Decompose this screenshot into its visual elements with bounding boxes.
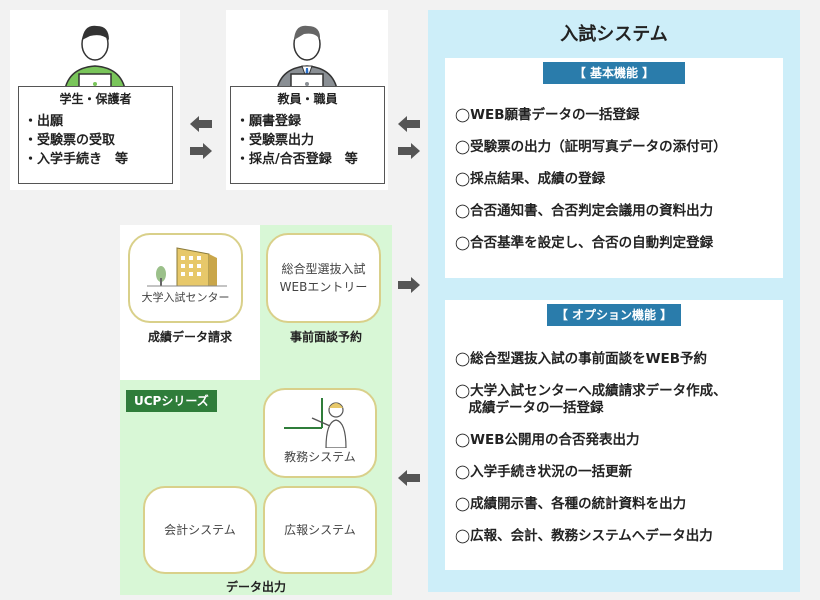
arrow-right-icon — [398, 143, 420, 159]
arrow-right-icon — [190, 143, 212, 159]
student-item: ・受験票の受取 — [24, 133, 116, 148]
teacher-icon — [284, 398, 347, 448]
web-entry-card: 総合型選抜入試 WEBエントリー — [266, 233, 381, 323]
option-function-item: ◯成績開示書、各種の統計資料を出力 — [455, 496, 687, 512]
option-function-item: 成績データの一括登録 — [455, 400, 604, 416]
basic-function-item: ◯採点結果、成績の登録 — [455, 171, 606, 187]
entry-caption: 事前面談予約 — [289, 330, 362, 344]
option-function-item: ◯WEB公開用の合否発表出力 — [455, 432, 640, 448]
center-caption: 成績データ請求 — [147, 330, 232, 344]
option-function-item: ◯大学入試センターへ成績請求データ作成、 — [455, 383, 727, 399]
student-item: ・出願 — [24, 114, 64, 129]
option-function-item: ◯入学手続き状況の一括更新 — [455, 464, 633, 480]
koho-card: 広報システム — [263, 486, 377, 574]
arrow-left-icon — [190, 116, 212, 132]
kaikei-label: 会計システム — [164, 523, 236, 537]
student-label-box: 学生・保護者 ・出願 ・受験票の受取 ・入学手続き 等 — [18, 86, 173, 184]
student-icon — [63, 25, 127, 96]
staff-item: ・願書登録 — [236, 114, 302, 129]
arrow-left-icon — [398, 116, 420, 132]
entry-line: WEBエントリー — [279, 280, 368, 294]
basic-function-item: ◯合否基準を設定し、合否の自動判定登録 — [455, 235, 714, 251]
arrow-right-icon — [398, 277, 420, 293]
basic-functions-header: 【 基本機能 】 — [543, 62, 685, 84]
kyomu-card: 教務システム — [263, 388, 377, 478]
student-title: 学生・保護者 — [59, 92, 132, 106]
student-item: ・入学手続き 等 — [24, 152, 129, 167]
kaikei-card: 会計システム — [143, 486, 257, 574]
staff-icon — [275, 25, 339, 96]
staff-item: ・採点/合否登録 等 — [236, 152, 358, 167]
option-functions-header: 【 オプション機能 】 — [547, 304, 681, 326]
center-label: 大学入試センター — [141, 291, 230, 304]
basic-function-item: ◯WEB願書データの一括登録 — [455, 107, 640, 123]
basic-function-item: ◯合否通知書、合否判定会議用の資料出力 — [455, 203, 714, 219]
ucp-badge: UCPシリーズ — [126, 390, 217, 412]
ucp-caption: データ出力 — [225, 580, 286, 594]
staff-label-box: 教員・職員 ・願書登録 ・受験票出力 ・採点/合否登録 等 — [230, 86, 385, 184]
koho-label: 広報システム — [284, 523, 356, 537]
staff-item: ・受験票出力 — [236, 133, 315, 148]
basic-functions-box: 【 基本機能 】 ◯WEB願書データの一括登録 ◯受験票の出力（証明写真データの… — [445, 58, 783, 278]
system-title: 入試システム — [560, 24, 668, 45]
option-function-item: ◯広報、会計、教務システムへデータ出力 — [455, 528, 713, 544]
option-function-item: ◯総合型選抜入試の事前面談をWEB予約 — [455, 351, 708, 367]
building-icon — [147, 247, 227, 287]
basic-function-item: ◯受験票の出力（証明写真データの添付可） — [455, 139, 727, 155]
option-functions-box: 【 オプション機能 】 ◯総合型選抜入試の事前面談をWEB予約 ◯大学入試センタ… — [445, 300, 783, 570]
entry-line: 総合型選抜入試 — [281, 262, 366, 276]
staff-title: 教員・職員 — [277, 92, 338, 106]
kyomu-label: 教務システム — [284, 450, 356, 464]
arrow-left-icon — [398, 470, 420, 486]
